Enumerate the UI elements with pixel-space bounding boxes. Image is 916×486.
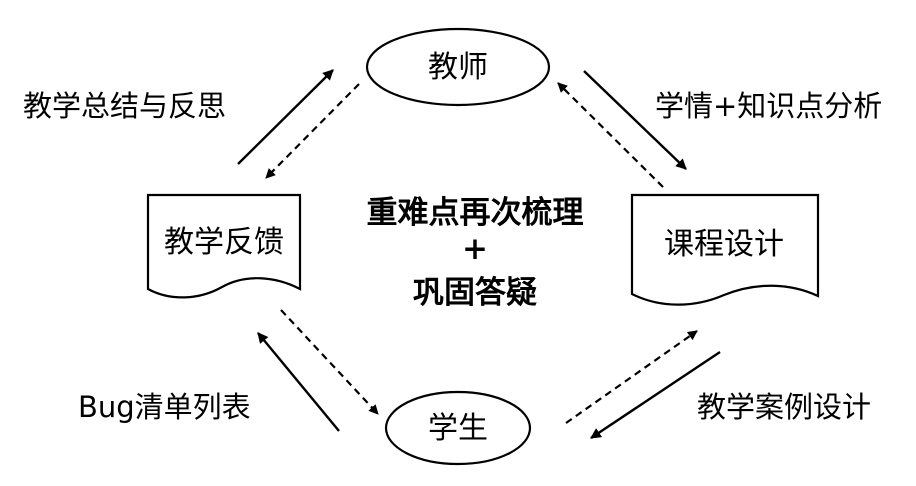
summary-reflection-label: 教学总结与反思 <box>23 89 226 123</box>
case-design-label: 教学案例设计 <box>697 390 871 424</box>
feedback-label: 教学反馈 <box>164 225 284 260</box>
center-line-3: 巩固答疑 <box>413 275 537 311</box>
feedback-to-student-dashed-arrow <box>280 309 379 415</box>
feedback-node: 教学反馈 <box>146 193 302 299</box>
course-design-label: 课程设计 <box>664 227 784 262</box>
analysis-label: 学情+知识点分析 <box>655 89 882 123</box>
bug-list-label: Bug清单列表 <box>78 390 251 424</box>
student-to-feedback-arrow <box>257 332 340 432</box>
teacher-to-course-design-arrow <box>583 70 687 170</box>
feedback-to-teacher-arrow <box>237 69 334 165</box>
teacher-to-feedback-dashed-arrow <box>265 83 360 179</box>
student-to-course-design-dashed-arrow <box>565 330 698 424</box>
course-design-node: 课程设计 <box>630 193 820 306</box>
student-node: 学生 <box>384 390 532 466</box>
center-line-1: 重难点再次梳理 <box>367 195 584 231</box>
student-label: 学生 <box>428 411 488 446</box>
course-design-to-student-arrow <box>590 351 721 439</box>
teacher-label: 教师 <box>428 50 488 85</box>
center-line-2: + <box>462 231 488 267</box>
course-design-to-teacher-dashed-arrow <box>557 82 664 188</box>
teacher-node: 教师 <box>365 27 551 107</box>
